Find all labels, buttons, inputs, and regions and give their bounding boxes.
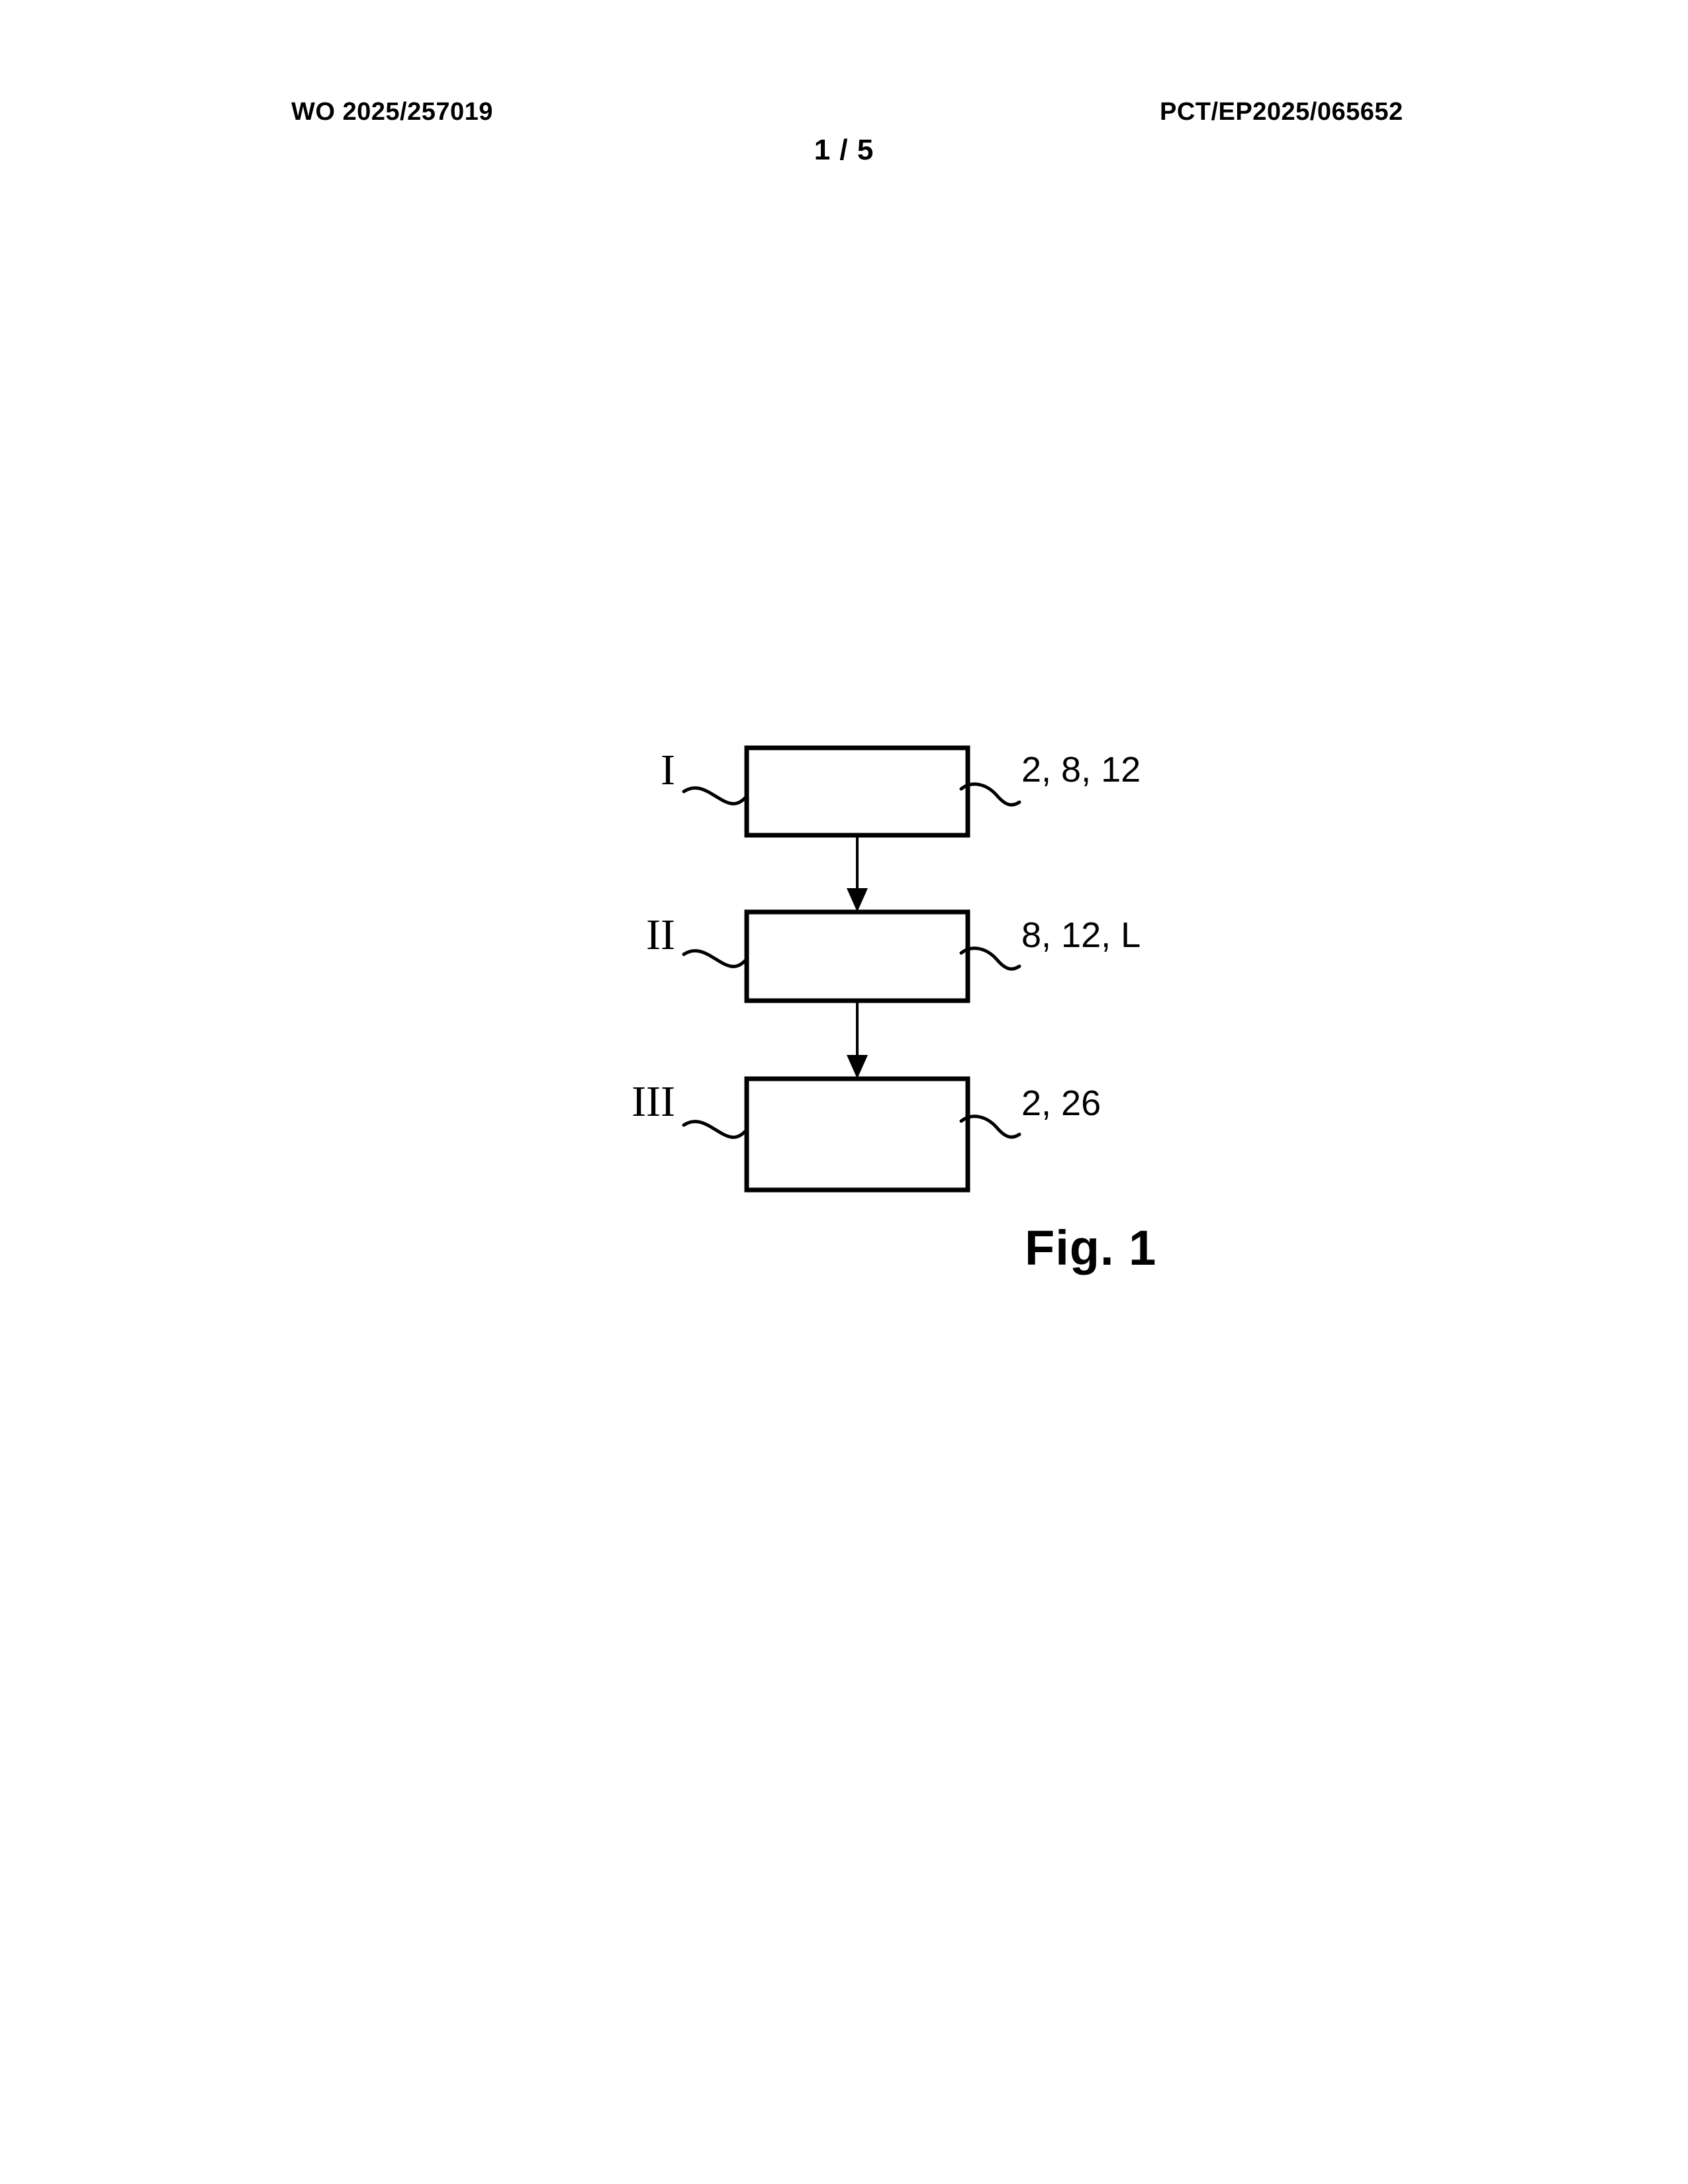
step-label-1: I bbox=[661, 746, 675, 794]
process-box-step-2 bbox=[744, 909, 970, 1003]
page-number: 1 / 5 bbox=[814, 134, 874, 166]
leader-line-step-1-left bbox=[682, 786, 749, 805]
leader-line-step-2-right bbox=[959, 946, 1021, 971]
leader-line-step-3-right bbox=[959, 1115, 1021, 1139]
reference-numerals-step-1: 2, 8, 12 bbox=[1021, 750, 1141, 790]
publication-number: WO 2025/257019 bbox=[291, 98, 493, 126]
reference-numerals-step-2: 8, 12, L bbox=[1021, 915, 1141, 955]
process-box-step-3 bbox=[744, 1076, 970, 1193]
figure-caption: Fig. 1 bbox=[1025, 1220, 1157, 1275]
leader-line-step-3-left bbox=[682, 1120, 749, 1139]
process-box-step-1 bbox=[744, 745, 970, 838]
leader-line-step-1-right bbox=[959, 782, 1021, 807]
step-label-3: III bbox=[632, 1077, 675, 1126]
connector-arrow-1-to-2 bbox=[847, 836, 868, 912]
step-label-2: II bbox=[646, 911, 675, 959]
reference-numerals-step-3: 2, 26 bbox=[1021, 1083, 1102, 1123]
application-number: PCT/EP2025/065652 bbox=[1160, 98, 1403, 126]
leader-line-step-2-left bbox=[682, 949, 749, 968]
connector-arrow-2-to-3 bbox=[847, 1001, 868, 1079]
